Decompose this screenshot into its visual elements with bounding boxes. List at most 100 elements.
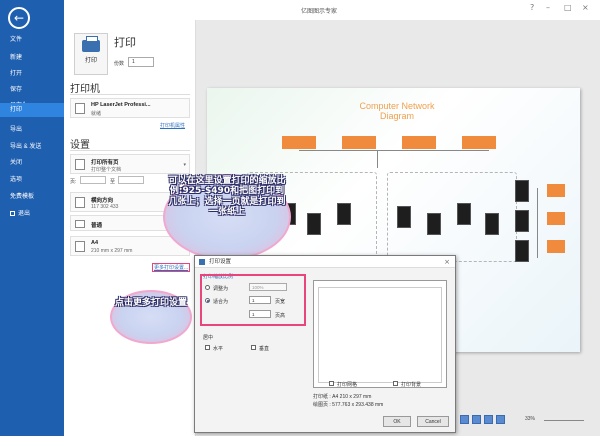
full-screen-icon[interactable] [484, 415, 493, 424]
dialog-close-icon[interactable]: × [444, 258, 450, 266]
sidebar-item-close[interactable]: 关闭 [10, 160, 23, 166]
page-view-icon[interactable] [496, 415, 505, 424]
adjust-percent-input[interactable]: 100% [249, 283, 287, 291]
printer-heading: 打印机 [70, 84, 100, 95]
print-range-select[interactable]: 打印所有页 打印整个文档 ▾ [70, 154, 190, 174]
orange-node [402, 136, 436, 149]
center-horizontal-checkbox[interactable] [205, 345, 210, 350]
orientation-icon [75, 197, 85, 208]
orientation-select[interactable]: 横向方向 117 302 433 [70, 192, 190, 212]
sidebar-item-export-send[interactable]: 导出 & 发送 [10, 144, 42, 150]
printer-icon [82, 36, 100, 52]
margin-title: 普通 [91, 223, 103, 229]
paper-size-select[interactable]: A4 210 mm x 297 mm [70, 236, 190, 256]
help-button[interactable]: ? [530, 3, 535, 12]
paper-info: 打印纸 : A4 210 x 297 mm [313, 394, 372, 400]
printer-select[interactable]: HP LaserJet Professi... 就绪 [70, 98, 190, 118]
chevron-down-icon: ▾ [183, 162, 186, 168]
copies-label: 份数 [114, 61, 125, 67]
sidebar-item-file[interactable]: 文件 [10, 37, 23, 43]
paper-icon [75, 241, 85, 252]
print-range-sub: 打印整个文档 [91, 167, 122, 173]
margin-icon [75, 220, 85, 228]
fit-height-stepper[interactable]: 1 [249, 310, 271, 318]
print-range-title: 打印所有页 [91, 160, 119, 166]
print-button[interactable]: 打印 [74, 33, 108, 75]
back-arrow-icon[interactable]: ← [8, 7, 30, 29]
pages-to-input[interactable] [118, 176, 144, 184]
print-background-label: 打印背景 [401, 382, 422, 388]
copies-input[interactable]: 1 [128, 57, 154, 67]
orange-node [547, 240, 565, 253]
orange-node [547, 212, 565, 225]
connector-line [377, 150, 378, 168]
printer-status: 就绪 [91, 111, 102, 117]
server-node [515, 240, 529, 262]
printer-device-icon [75, 103, 85, 114]
zoom-level: 33% [525, 416, 536, 422]
sidebar-item-exit-label: 退出 [18, 211, 31, 217]
close-button[interactable]: × [582, 3, 589, 12]
fit-radio[interactable] [205, 298, 210, 303]
center-horizontal-label: 水平 [213, 346, 224, 352]
server-node [397, 206, 411, 228]
sidebar-item-export[interactable]: 导出 [10, 127, 23, 133]
print-button-label: 打印 [84, 58, 97, 64]
minimize-button[interactable]: – [546, 3, 550, 12]
dialog-title: 打印设置 [209, 259, 232, 265]
print-options-panel: 打印 打印 份数 1 打印机 HP LaserJet Professi... 就… [64, 20, 196, 436]
fit-width-icon[interactable] [472, 415, 481, 424]
fit-label: 适合为 [213, 299, 229, 305]
exit-icon [10, 210, 15, 216]
server-node [515, 180, 529, 202]
fit-width-unit: 页宽 [275, 299, 286, 305]
server-node [457, 203, 471, 225]
fit-page-icon[interactable] [460, 415, 469, 424]
sidebar-item-exit[interactable]: 退出 [0, 207, 64, 221]
dialog-page-preview [313, 280, 447, 388]
printer-properties-link[interactable]: 打印机属性 [160, 123, 186, 129]
cancel-button[interactable]: Cancel [417, 416, 449, 427]
scale-highlight-box [200, 274, 306, 326]
sidebar-item-print[interactable]: 打印 [0, 103, 64, 117]
orange-node [462, 136, 496, 149]
diagram-title: Computer Network Diagram [359, 101, 435, 121]
drawing-info: 绘图页 : 577.763 x 293.438 mm [313, 402, 384, 408]
connector-line [537, 188, 538, 258]
fit-width-stepper[interactable]: 1 [249, 296, 271, 304]
annotation-text-scale: 可以在这里设置打印的缩放比例:925-$490和把图打印到几张上；选择一页就是打… [168, 176, 286, 218]
margin-select[interactable]: 普通 [70, 215, 190, 231]
status-bar: 33% [458, 413, 600, 427]
print-grid-checkbox[interactable] [329, 381, 334, 386]
server-node [515, 210, 529, 232]
adjust-radio[interactable] [205, 285, 210, 290]
sidebar-item-options[interactable]: 选项 [10, 177, 23, 183]
pages-icon [75, 159, 85, 170]
orange-node [342, 136, 376, 149]
annotation-bubble-scale [163, 174, 291, 260]
annotation-text-more-settings: 点击更多打印设置 [114, 298, 187, 308]
sidebar-item-save[interactable]: 保存 [10, 87, 23, 93]
center-label: 居中 [203, 335, 214, 341]
ok-button[interactable]: OK [383, 416, 411, 427]
sidebar-item-new[interactable]: 新建 [10, 55, 23, 61]
pages-from-input[interactable] [80, 176, 106, 184]
maximize-button[interactable]: □ [564, 3, 572, 12]
more-print-settings-link[interactable]: 更多打印设置... [152, 263, 191, 272]
annotation-bubble-more-settings [110, 290, 192, 344]
printer-name: HP LaserJet Professi... [91, 102, 151, 108]
zoom-slider[interactable] [544, 420, 584, 421]
center-vertical-checkbox[interactable] [251, 345, 256, 350]
center-vertical-label: 垂直 [259, 346, 270, 352]
sidebar-item-free-templates[interactable]: 免费模板 [10, 194, 35, 200]
divider [70, 150, 190, 151]
print-background-checkbox[interactable] [393, 381, 398, 386]
settings-heading: 设置 [70, 140, 90, 151]
adjust-label: 调整为 [213, 286, 229, 292]
sidebar-item-open[interactable]: 打开 [10, 71, 23, 77]
window-title: 亿图图示专家 [300, 9, 337, 15]
orange-node [547, 184, 565, 197]
server-node [337, 203, 351, 225]
server-node [427, 213, 441, 235]
pages-label: 页: [70, 179, 77, 185]
